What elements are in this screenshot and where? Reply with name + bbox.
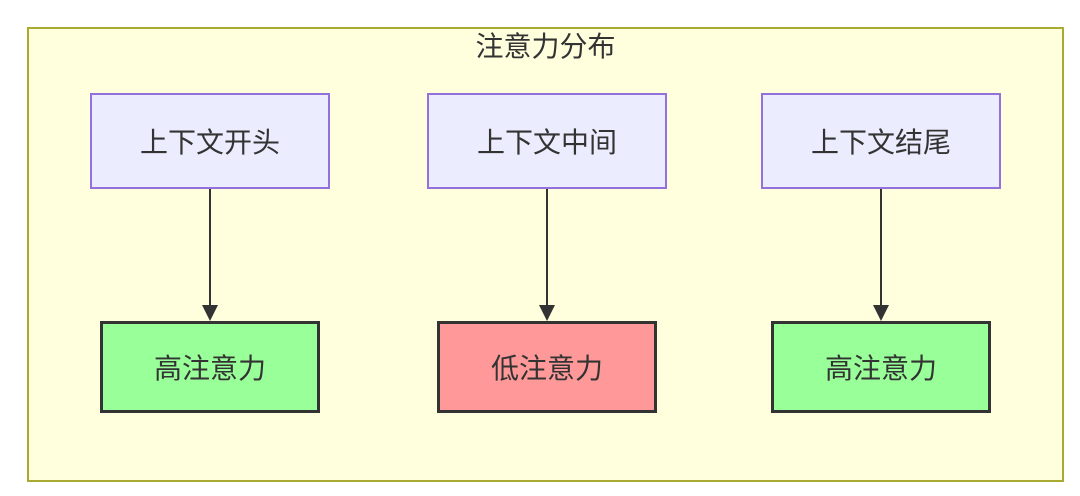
node-context-middle-label: 上下文中间	[476, 127, 617, 158]
arrowhead-down-icon	[539, 305, 555, 321]
node-high-attention-2-label: 高注意力	[824, 353, 937, 384]
node-context-start-label: 上下文开头	[139, 127, 280, 158]
node-low-attention: 低注意力	[437, 321, 657, 413]
node-context-end: 上下文结尾	[761, 93, 1001, 189]
node-high-attention-2: 高注意力	[771, 321, 991, 413]
edge-line	[880, 189, 882, 307]
arrowhead-down-icon	[202, 305, 218, 321]
node-low-attention-label: 低注意力	[490, 353, 603, 384]
edge-context-end-to-high	[873, 189, 889, 321]
edge-context-middle-to-low	[539, 189, 555, 321]
edge-line	[209, 189, 211, 307]
node-context-start: 上下文开头	[90, 93, 330, 189]
node-high-attention-1-label: 高注意力	[153, 353, 266, 384]
node-context-middle: 上下文中间	[427, 93, 667, 189]
node-high-attention-1: 高注意力	[100, 321, 320, 413]
edge-context-start-to-high	[202, 189, 218, 321]
diagram-title: 注意力分布	[475, 31, 616, 62]
edge-line	[546, 189, 548, 307]
arrowhead-down-icon	[873, 305, 889, 321]
node-context-end-label: 上下文结尾	[810, 127, 951, 158]
